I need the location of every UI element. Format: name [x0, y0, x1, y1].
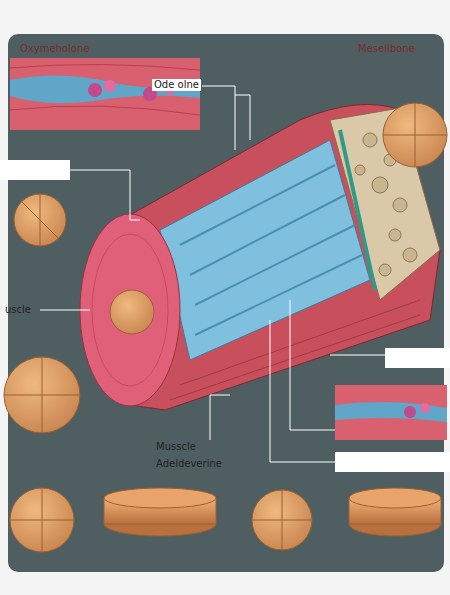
part-label: uscle [5, 304, 31, 316]
muscle-inset [335, 385, 447, 440]
part-label: Mesellbone [358, 43, 415, 55]
part-label: Musscle [156, 441, 196, 453]
part-label: Ode olne [152, 79, 201, 91]
panel [8, 34, 444, 572]
leader-line [40, 86, 385, 462]
blank-label [0, 160, 70, 180]
muscle-strip [10, 58, 200, 130]
blank-label [385, 348, 450, 368]
muscle-cylinder [80, 104, 440, 410]
part-label: Oxymeholone [20, 43, 89, 55]
tablet [4, 103, 447, 552]
part-label: Adeldeverine [156, 458, 222, 470]
blank-label [335, 452, 450, 472]
